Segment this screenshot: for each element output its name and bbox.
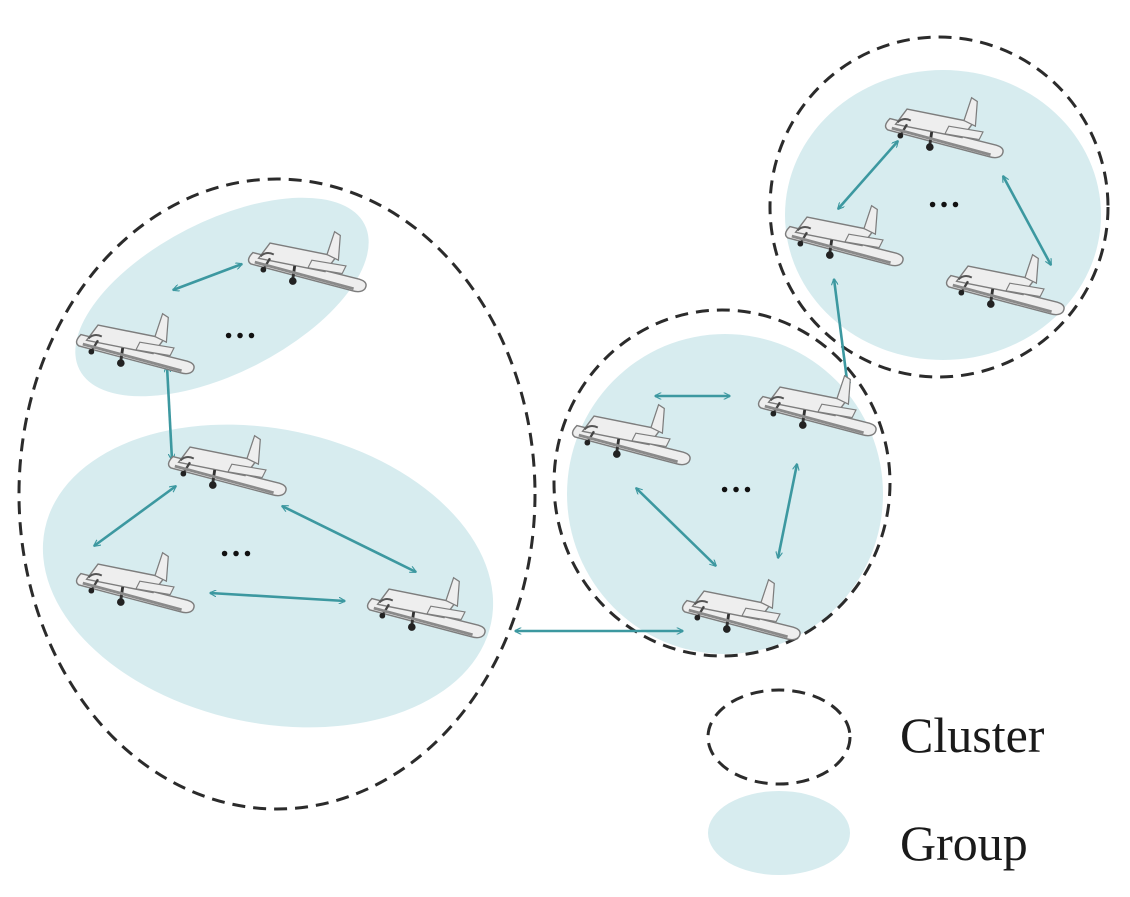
ellipsis-marks: … … … …: [219, 178, 961, 564]
link-right-a: [838, 141, 898, 209]
cluster-middle: [552, 308, 892, 658]
ellipsis-right: …: [927, 178, 961, 215]
link-lb-c: [210, 593, 345, 601]
link-mid-b: [636, 488, 716, 566]
cluster-left: [17, 177, 537, 811]
link-right-b: [1001, 176, 1053, 265]
link-mid-to-right: [834, 279, 848, 388]
legend: Cluster Group: [706, 688, 1045, 875]
links: [94, 141, 1053, 631]
link-lb-a: [94, 486, 176, 546]
ellipsis-left-top: …: [223, 309, 257, 346]
ellipsis-middle: …: [719, 463, 753, 500]
link-lb-b: [282, 504, 416, 574]
group-left-top: [75, 197, 369, 397]
cluster-shapes: [17, 35, 1110, 811]
link-lt-a: [173, 264, 242, 290]
legend-cluster-swatch: [706, 688, 852, 786]
group-shapes: [42, 70, 1101, 728]
legend-group-swatch: [708, 791, 850, 875]
legend-group-label: Group: [900, 815, 1028, 871]
cluster-right: [768, 35, 1110, 379]
link-lt-to-lb: [167, 366, 172, 460]
ellipsis-left-bottom: …: [219, 527, 253, 564]
link-mid-c: [778, 464, 797, 558]
group-right: [785, 70, 1101, 360]
legend-cluster-label: Cluster: [900, 707, 1045, 763]
